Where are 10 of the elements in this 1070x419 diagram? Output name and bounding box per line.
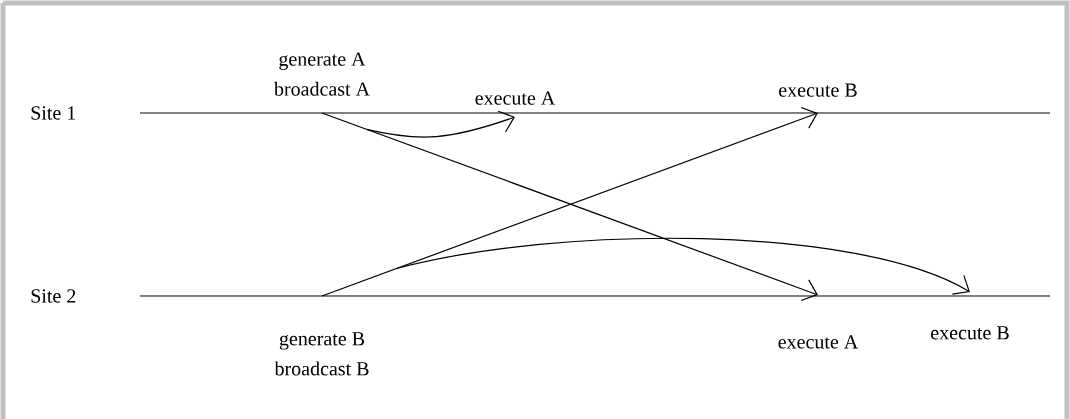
event-label: generate A broadcast A	[273, 52, 370, 96]
arrow	[366, 110, 515, 138]
event-label: generate B broadcast B	[274, 332, 369, 376]
arrow	[395, 237, 970, 295]
site-label: Site 2	[31, 289, 76, 303]
event-label: execute B	[779, 83, 857, 97]
event-label: execute A	[778, 335, 859, 349]
site-label: Site 1	[31, 106, 76, 120]
event-label: execute A	[475, 91, 556, 105]
event-label: execute B	[931, 326, 1009, 340]
